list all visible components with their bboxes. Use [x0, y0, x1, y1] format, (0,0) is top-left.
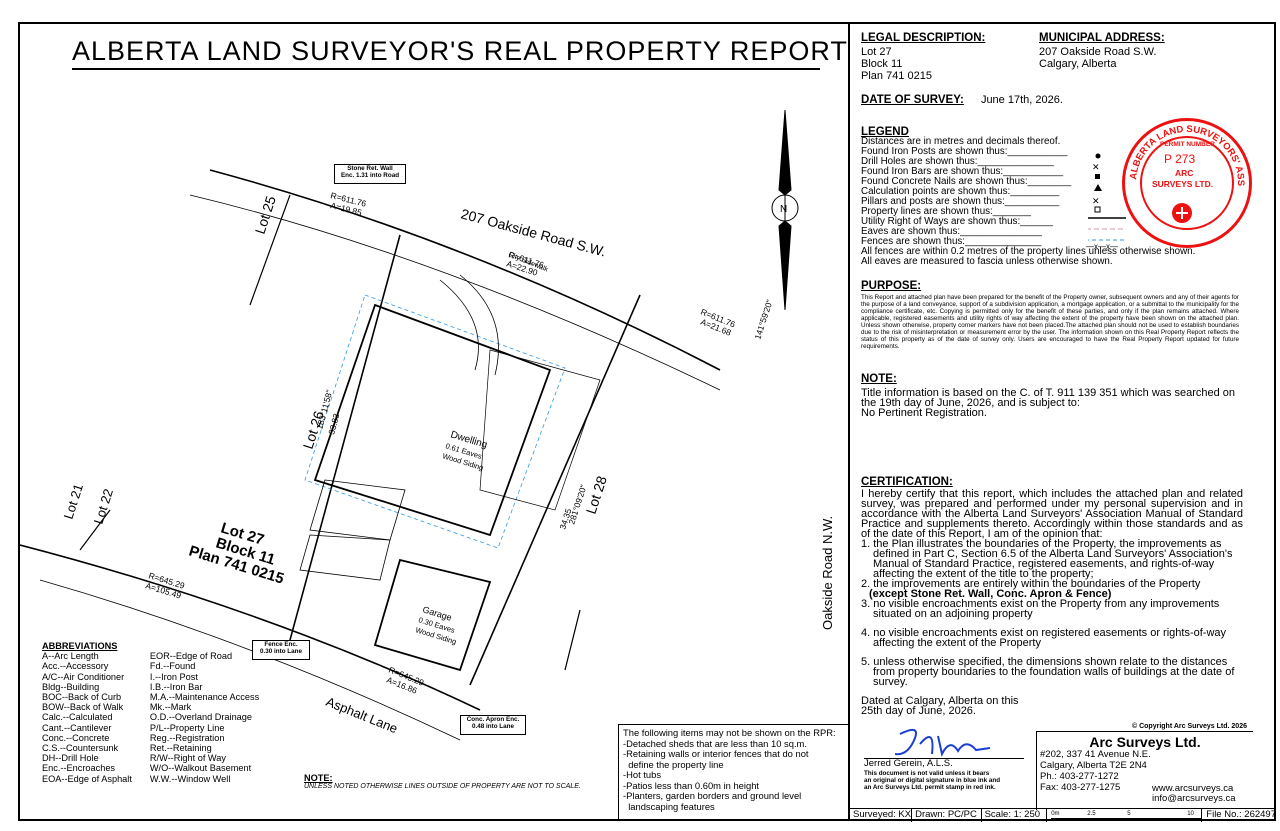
dwelling-outline	[313, 303, 552, 537]
signature-block: Jerred Gerein, A.L.S. This document is n…	[864, 758, 1001, 791]
permit-number: P 273	[1164, 152, 1196, 166]
title-underline	[72, 68, 820, 70]
lot-22-label: Lot 22	[91, 487, 116, 526]
lot-21-label: Lot 21	[61, 482, 86, 521]
svg-text:141°59'20": 141°59'20"	[752, 298, 774, 340]
certification: CERTIFICATION: I hereby certify that thi…	[861, 476, 1243, 717]
garage-outline	[373, 558, 492, 672]
lot-25-label: Lot 25	[252, 194, 279, 236]
title-note: NOTE: Title information is based on the …	[861, 373, 1236, 419]
stamp-ring-text: ALBERTA LAND SURVEYORS' ASSOCIATION	[1122, 118, 1246, 186]
svg-text:✕: ✕	[1092, 196, 1100, 206]
copyright: © Copyright Arc Surveys Ltd. 2026	[1132, 723, 1247, 730]
street-edge	[189, 194, 721, 391]
fence-symbol: —x—x—	[1086, 242, 1118, 251]
report-title: ALBERTA LAND SURVEYOR'S REAL PROPERTY RE…	[72, 36, 848, 66]
bottom-note: NOTE: UNLESS NOTED OTHERWISE LINES OUTSI…	[304, 773, 581, 791]
front-property-line	[209, 169, 721, 371]
lot-28-label: Lot 28	[583, 474, 610, 516]
municipal-address: MUNICIPAL ADDRESS: 207 Oakside Road S.W.…	[1039, 32, 1165, 70]
page-border	[18, 22, 1276, 821]
scale-bar: 0m 2.5 5 10	[1047, 809, 1203, 822]
surveyor-signature	[894, 728, 991, 757]
company-block: Arc Surveys Ltd. #202, 337 41 Avenue N.E…	[1036, 731, 1253, 810]
right-lot-line	[469, 294, 641, 686]
site-plan: N 207 Oakside Road S.W. Oakside Road N.W…	[20, 109, 835, 741]
north-label: N	[780, 204, 787, 215]
eaves-outline	[304, 294, 566, 549]
road-side-label: Oakside Road N.W.	[820, 516, 835, 630]
legal-description: LEGAL DESCRIPTION: Lot 27 Block 11 Plan …	[861, 32, 986, 82]
date-of-survey: DATE OF SURVEY: June 17th, 2026.	[861, 94, 1063, 106]
right-panel-divider	[848, 22, 850, 821]
lane-property-line	[20, 544, 481, 711]
callout-apron: Conc. Apron Enc. 0.48 into Lane	[460, 715, 526, 735]
callout-fence: Fence Enc. 0.30 into Lane	[252, 640, 310, 660]
permit-stamp	[1122, 118, 1252, 248]
title-block-footer: Surveyed: KX Drawn: PC/PC Scale: 1: 250 …	[850, 808, 1276, 822]
svg-text:33.83: 33.83	[326, 412, 341, 435]
company-email: info@arcsurveys.ca	[1152, 793, 1236, 804]
lane-label: Asphalt Lane	[324, 694, 400, 736]
company-name: Arc Surveys Ltd.	[1089, 734, 1201, 750]
company-website: www.arcsurveys.ca	[1152, 783, 1234, 794]
rpr-exclusions-note: The following items may not be shown on …	[618, 724, 850, 821]
callout-stone-wall: Stone Ret. Wall Enc. 1.31 into Road	[334, 164, 406, 184]
legend-symbols: ✕ ✕	[1088, 153, 1126, 241]
svg-text:✕: ✕	[1092, 162, 1100, 172]
abbreviations: ABBREVIATIONS A--Arc Length Acc.--Access…	[42, 641, 260, 784]
legend: LEGEND Distances are in metres and decim…	[861, 126, 1196, 267]
left-lot-line	[289, 234, 401, 641]
stamp-logo-icon	[1172, 203, 1192, 223]
north-arrow	[771, 109, 799, 311]
purpose: PURPOSE: This Report and attached plan h…	[861, 280, 1239, 350]
road-top-label: 207 Oakside Road S.W.	[459, 205, 607, 259]
